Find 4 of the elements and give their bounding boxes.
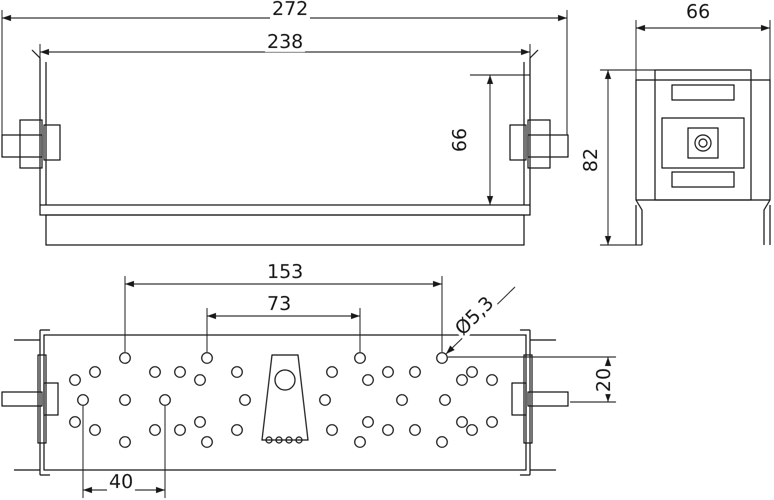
dimension-label: 272 bbox=[270, 0, 310, 19]
dimension-label: 20 bbox=[594, 366, 614, 394]
dimension-label: 238 bbox=[265, 32, 306, 52]
dimension-label: 40 bbox=[107, 472, 136, 492]
